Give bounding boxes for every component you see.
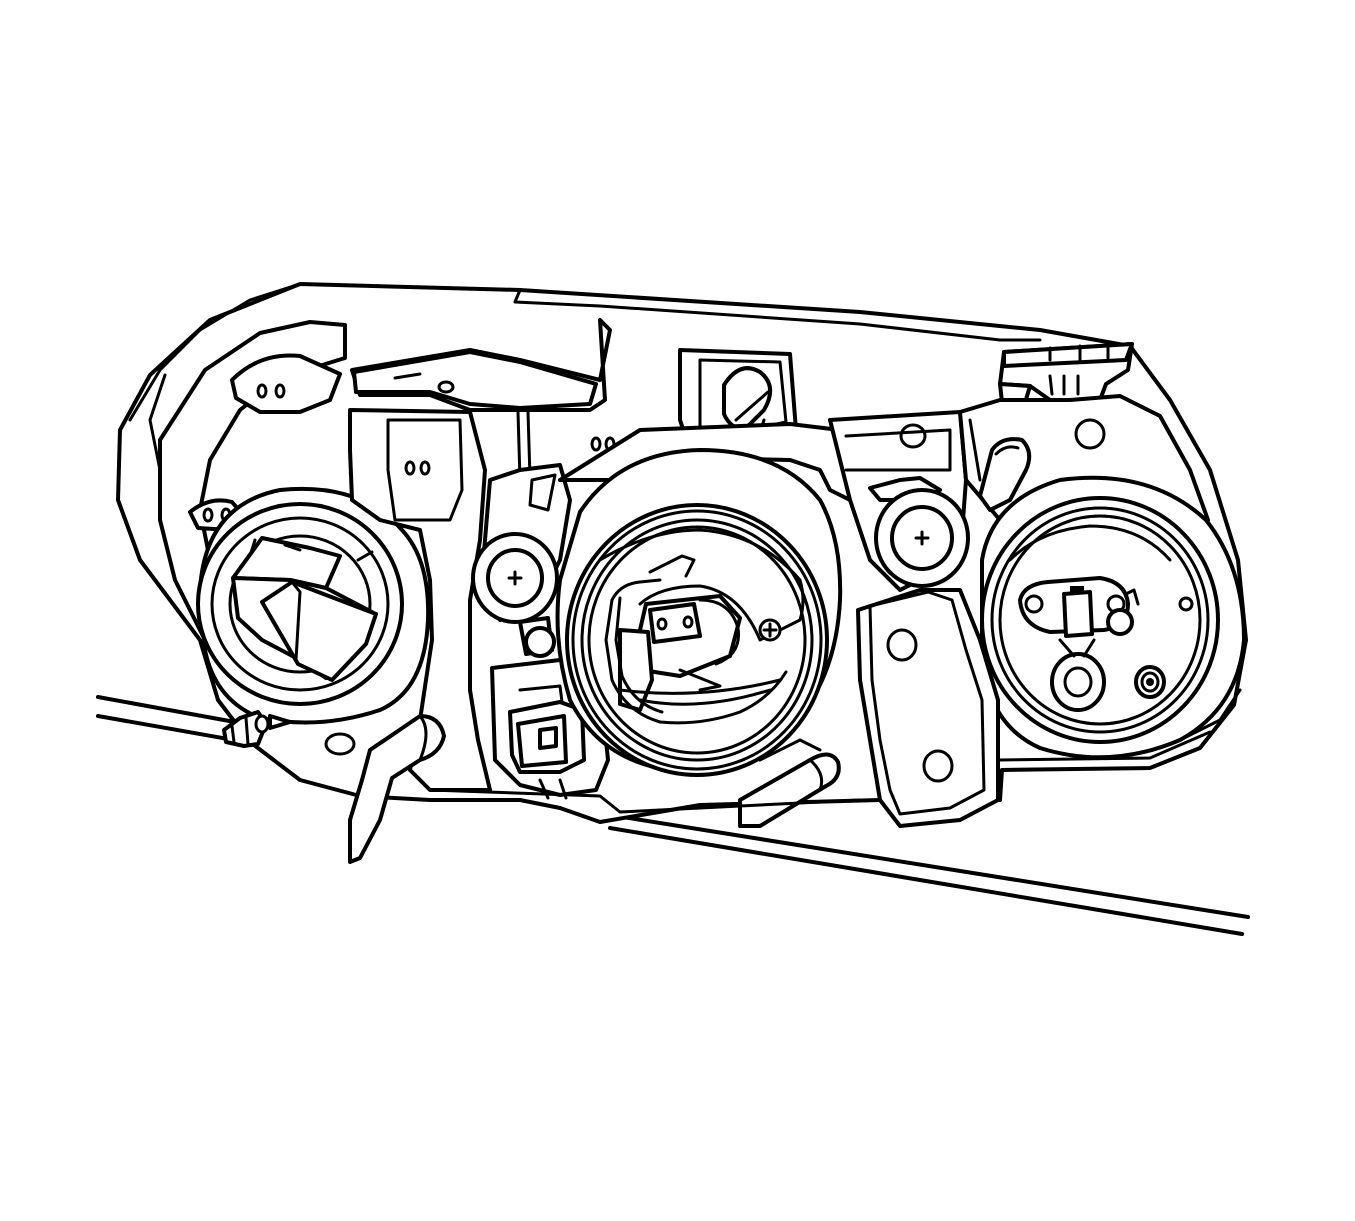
right-bulb [1018, 576, 1166, 712]
left-bulb-connector [231, 536, 378, 682]
adjuster-screw-right [828, 410, 970, 592]
adjuster-screw-left [471, 463, 572, 658]
top-mounting-tab-left [350, 318, 612, 412]
vent-tube-center [738, 738, 841, 828]
housing-lower-edge [428, 688, 1242, 814]
lower-mounting-bracket [856, 588, 1000, 828]
retaining-spring-clip [604, 578, 788, 725]
top-mounting-tab-right [998, 342, 1134, 422]
mounting-bolt [222, 710, 356, 756]
vent-tube-right [978, 437, 1032, 512]
vent-tube-left [348, 714, 446, 864]
